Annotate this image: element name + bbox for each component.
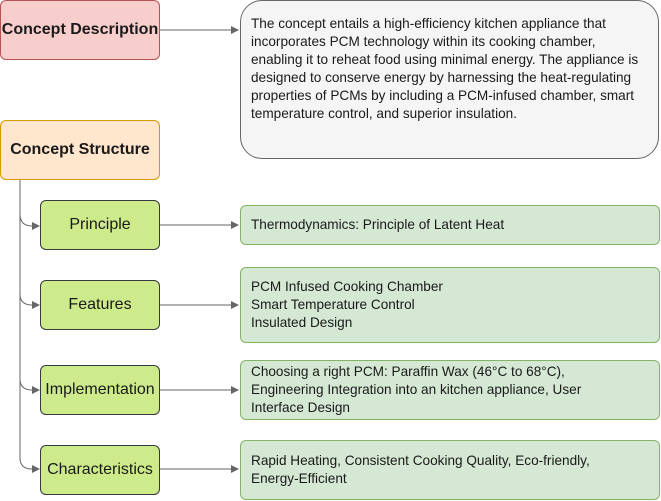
detail-features-line: Smart Temperature Control <box>251 297 415 312</box>
node-implementation: Implementation <box>40 365 160 415</box>
detail-characteristics-line: Rapid Heating, Consistent Cooking Qualit… <box>251 453 590 468</box>
connector-structure-features <box>19 226 40 309</box>
node-characteristics: Characteristics <box>40 445 160 495</box>
node-characteristics-label: Characteristics <box>47 461 153 478</box>
detail-principle: Thermodynamics: Principle of Latent Heat <box>240 205 660 245</box>
detail-features: PCM Infused Cooking Chamber Smart Temper… <box>240 267 660 343</box>
detail-features-line: PCM Infused Cooking Chamber <box>251 279 443 294</box>
detail-implementation: Choosing a right PCM: Paraffin Wax (46°C… <box>240 360 660 420</box>
concept-description-header: Concept Description <box>0 0 160 60</box>
node-implementation-label: Implementation <box>45 381 155 398</box>
node-principle-label: Principle <box>69 216 131 233</box>
node-features-label: Features <box>68 296 132 313</box>
concept-description-text: The concept entails a high-efficiency ki… <box>251 16 639 121</box>
detail-implementation-line: Engineering Integration into an kitchen … <box>251 382 582 397</box>
concept-description-title: Concept Description <box>1 21 159 38</box>
detail-implementation-line: Choosing a right PCM: Paraffin Wax (46°C… <box>251 364 565 379</box>
concept-structure-title: Concept Structure <box>10 141 150 158</box>
node-features: Features <box>40 280 160 330</box>
detail-features-line: Insulated Design <box>251 315 353 330</box>
connector-structure-characteristics <box>19 390 40 473</box>
concept-structure-header: Concept Structure <box>0 120 160 180</box>
connector-structure-implementation <box>19 305 40 394</box>
detail-characteristics-line: Energy-Efficient <box>251 471 347 486</box>
detail-principle-line: Thermodynamics: Principle of Latent Heat <box>251 217 505 232</box>
connector-structure-principle <box>19 180 40 230</box>
concept-description-box: The concept entails a high-efficiency ki… <box>240 0 659 159</box>
node-principle: Principle <box>40 200 160 250</box>
detail-implementation-line: Interface Design <box>251 400 350 415</box>
detail-characteristics: Rapid Heating, Consistent Cooking Qualit… <box>240 440 660 500</box>
